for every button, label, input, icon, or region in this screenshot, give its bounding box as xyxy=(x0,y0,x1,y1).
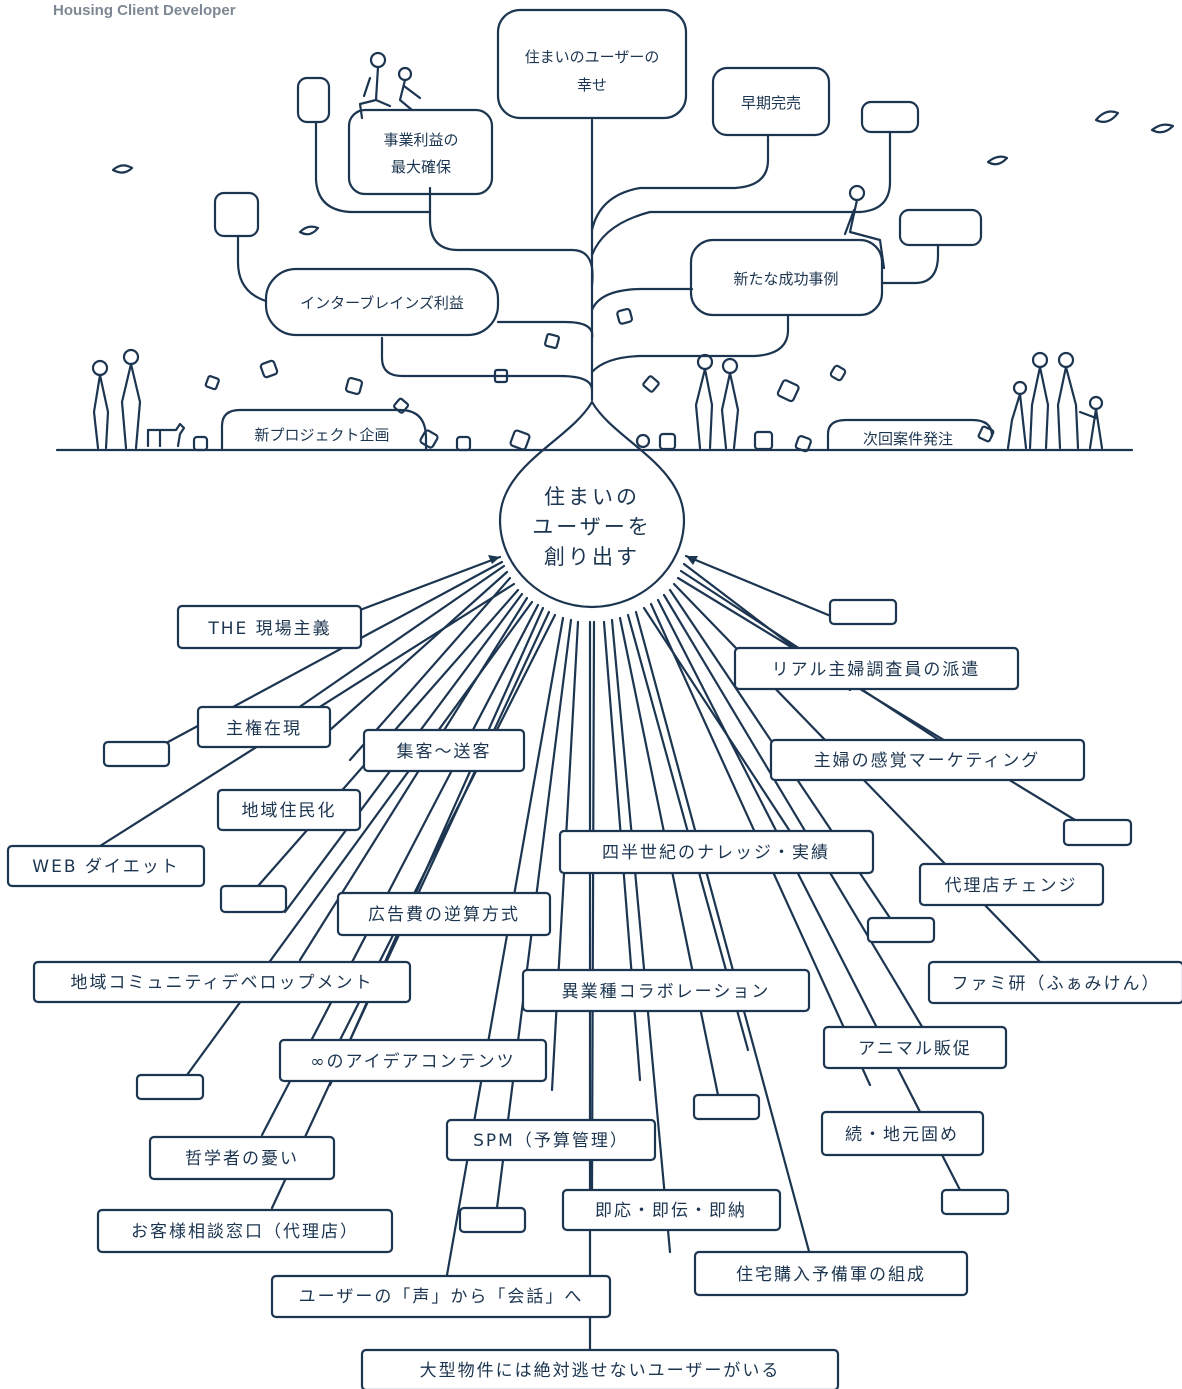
person-icons xyxy=(91,51,1104,450)
root-web: WEB ダイエット xyxy=(32,857,179,877)
node-top-line1: 住まいのユーザーの xyxy=(525,48,660,66)
root-sokuou: 即応・即伝・即納 xyxy=(595,1201,747,1221)
root-box xyxy=(148,1135,336,1181)
root-okyaku: お客様相談窓口（代理店） xyxy=(131,1222,359,1242)
root-box xyxy=(445,1118,657,1162)
root-box xyxy=(561,1188,782,1232)
drop-line3: 創り出す xyxy=(544,545,640,569)
root-community: 地域コミュニティデベロップメント xyxy=(71,972,374,993)
node-next-box xyxy=(826,418,994,452)
root-box xyxy=(521,968,811,1013)
node-profit-box xyxy=(347,108,494,196)
root-box xyxy=(733,646,1020,691)
drop-line2: ユーザーを xyxy=(532,515,652,539)
root-dairiten: 代理店チェンジ xyxy=(945,876,1078,896)
root-box xyxy=(693,1250,969,1297)
blank-box xyxy=(458,1206,527,1234)
blank-box xyxy=(296,76,331,124)
root-animal: アニマル販促 xyxy=(858,1039,972,1059)
blank-box xyxy=(1062,818,1133,847)
node-early-box xyxy=(711,66,831,137)
node-planning-box xyxy=(220,408,428,452)
root-famiken: ファミ研（ふぁみけん） xyxy=(952,974,1161,994)
node-ib-box xyxy=(264,267,500,337)
root-box xyxy=(820,1110,985,1157)
node-ib: インターブレインズ利益 xyxy=(300,294,464,312)
root-box xyxy=(918,862,1105,907)
root-tetsugaku: 哲学者の憂い xyxy=(185,1149,299,1169)
root-real: リアル主婦調査員の派遣 xyxy=(772,660,981,680)
arrowheads xyxy=(488,555,698,565)
root-jutaku: 住宅購入予備軍の組成 xyxy=(736,1265,926,1285)
root-box xyxy=(360,1348,840,1389)
node-top-line2: 幸せ xyxy=(577,76,607,94)
node-profit-line2: 最大確保 xyxy=(391,158,451,176)
root-koukoku: 広告費の逆算方式 xyxy=(368,905,520,925)
root-oogata: 大型物件には絶対逃せないユーザーがいる xyxy=(420,1361,781,1381)
scattered-blocks xyxy=(192,307,995,453)
node-next: 次回案件発注 xyxy=(863,430,953,448)
root-box xyxy=(96,1208,394,1254)
root-shufu: 主婦の感覚マーケティング xyxy=(814,751,1041,771)
blank-box xyxy=(692,1093,761,1121)
root-box xyxy=(336,891,552,937)
root-box xyxy=(32,960,412,1004)
root-zoku: 続・地元固め xyxy=(845,1125,959,1145)
root-spm: SPM（予算管理） xyxy=(473,1131,629,1151)
blank-box xyxy=(860,100,920,134)
root-koe: ユーザーの「声」から「会話」へ xyxy=(299,1287,584,1307)
root-box xyxy=(822,1025,1008,1070)
root-box xyxy=(176,604,363,650)
blank-box xyxy=(213,191,260,238)
blank-box xyxy=(828,598,898,626)
company-name: Housing Client Developer xyxy=(53,2,236,19)
blank-box xyxy=(102,740,171,768)
node-profit-line1: 事業利益の xyxy=(383,131,458,149)
root-box xyxy=(278,1038,548,1083)
drop-shape xyxy=(498,400,686,609)
root-mugen: ∞のアイデアコンテンツ xyxy=(310,1051,515,1072)
blank-box xyxy=(940,1188,1010,1216)
node-early: 早期完売 xyxy=(741,94,801,112)
root-box xyxy=(927,960,1182,1005)
root-box xyxy=(270,1274,612,1319)
root-box xyxy=(558,829,875,875)
blank-box xyxy=(866,916,936,944)
root-box xyxy=(6,844,206,888)
node-cases: 新たな成功事例 xyxy=(733,270,838,288)
node-cases-box xyxy=(689,238,884,317)
root-genba: THE 現場主義 xyxy=(207,619,331,639)
root-box xyxy=(362,728,526,773)
root-shukyaku: 集客～送客 xyxy=(397,742,492,762)
root-shuken: 主権在現 xyxy=(226,719,302,739)
root-box xyxy=(196,705,332,749)
root-box xyxy=(216,788,362,832)
root-chiiki: 地域住民化 xyxy=(242,801,337,821)
blank-box xyxy=(135,1073,205,1101)
blank-box xyxy=(898,208,983,247)
root-igyoshu: 異業種コラボレーション xyxy=(562,982,771,1002)
tree-branches xyxy=(236,118,940,402)
root-shihan: 四半世紀のナレッジ・実績 xyxy=(602,843,830,863)
root-box xyxy=(769,738,1086,782)
drop-line1: 住まいの xyxy=(544,485,640,509)
node-top-box xyxy=(496,8,688,120)
blank-box xyxy=(219,884,288,914)
node-planning: 新プロジェクト企画 xyxy=(254,426,389,444)
leaf-icons xyxy=(111,110,1175,236)
